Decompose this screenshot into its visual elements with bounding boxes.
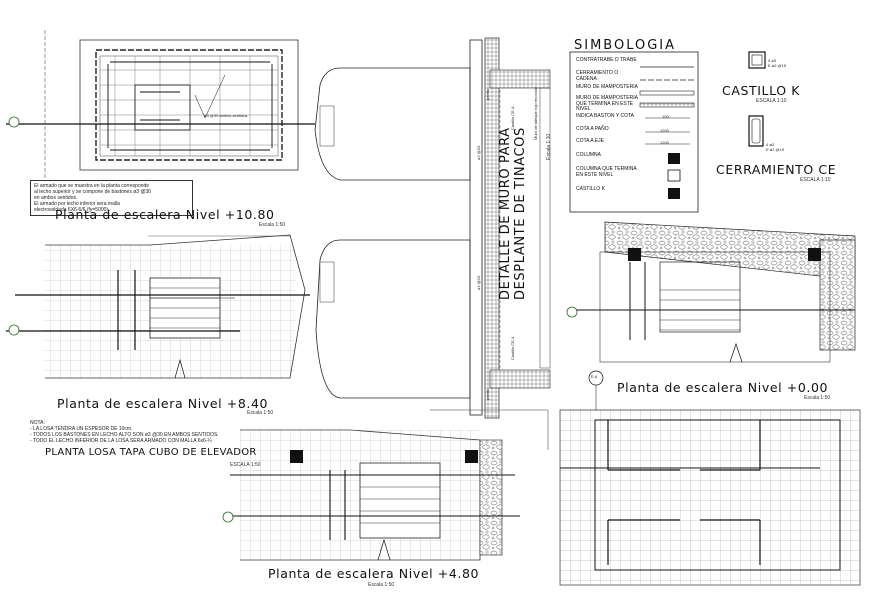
- castillo-k-drawing: [748, 51, 766, 69]
- castillo-spec-line: E ø2 @15: [768, 63, 787, 68]
- armado-note-line: al lecho superior y se compone de baston…: [34, 189, 152, 195]
- muro-label: ø2 @20: [476, 275, 481, 290]
- muro-label: Muro de tabique rojo recocido: [533, 87, 538, 140]
- nota-block: NOTA: - LA LOSA TENDRA UN ESPESOR DE 10c…: [30, 420, 219, 444]
- simbologia-item: COLUMNA: [576, 152, 602, 158]
- scale-losa-tapa: ESCALA 1:50: [230, 462, 261, 468]
- title-plan-840: Planta de escalera Nivel +8.40: [57, 396, 269, 411]
- title-castillo-k: CASTILLO K: [722, 83, 801, 98]
- muro-label: ø2 @20: [476, 145, 481, 160]
- scale-plan-840: Escala 1:50: [247, 410, 274, 416]
- title-losa-tapa: PLANTA LOSA TAPA CUBO DE ELEVADOR: [45, 447, 257, 458]
- simbologia-value: 1200: [660, 128, 669, 133]
- bastones-label: ø3 @30 ambos sentidos: [204, 113, 248, 118]
- simbologia-value: 1200: [660, 140, 669, 145]
- nota-line: - TODOS LOS BASTONES EN LECHO ALTO SON ø…: [30, 432, 219, 438]
- cerramiento-spec-line: E ø2 @15: [766, 147, 785, 152]
- cerramiento-spec: 4 ø3 E ø2 @15: [766, 142, 784, 152]
- scale-plan-480: Escala 1:50: [368, 582, 395, 588]
- nota-label: NOTA:: [30, 420, 45, 426]
- north-marker-icons: [8, 116, 578, 523]
- scale-castillo-k: ESCALA 1:10: [756, 98, 787, 104]
- armado-note-line: electrosoldada 6X6-6/6 (fy=5000).: [34, 207, 110, 213]
- simbologia-item: COTA A PAÑO: [576, 126, 609, 132]
- plan-1080-drawing: [6, 30, 315, 178]
- muro-label: Castillo CE-4: [510, 336, 515, 360]
- castillo-spec-line: 4 ø3: [768, 58, 777, 63]
- cerramiento-ce-drawing: [748, 115, 764, 147]
- armado-note-line: El armado por lecho inferior sera malla: [34, 201, 120, 207]
- plan-losa-drawing: [559, 370, 861, 586]
- simbologia-title: SIMBOLOGIA: [574, 38, 677, 53]
- armado-note: El armado que se muestra en la planta co…: [30, 180, 193, 216]
- tinaco-drawing: [314, 37, 551, 450]
- scale-plan-000: Escala 1:50: [804, 395, 831, 401]
- muro-label: perrito: [485, 88, 490, 100]
- scale-plan-1080: Escala 1:50: [259, 222, 286, 228]
- plan-840-drawing: [6, 234, 310, 379]
- simbologia-list: CONTRATRABE O TRABE CERRAMIENTO O CADENA…: [576, 57, 638, 197]
- plan-000-drawing: [570, 221, 856, 363]
- simbologia-item: CERRAMIENTO O CADENA: [576, 70, 619, 82]
- title-plan-480: Planta de escalera Nivel +4.80: [268, 566, 480, 581]
- nota-line: - LA LOSA TENDRA UN ESPESOR DE 10cm.: [30, 426, 133, 432]
- cerramiento-spec-line: 4 ø3: [766, 142, 775, 147]
- armado-note-line: en ambos sentidos.: [34, 195, 78, 201]
- muro-label: Castillo CE-4: [510, 106, 515, 130]
- muro-title: DETALLE DE MURO PARA DESPLANTE DE TINACO…: [498, 50, 528, 300]
- simbologia-item: COTA A EJE: [576, 138, 604, 144]
- title-plan-000: Planta de escalera Nivel +0.00: [617, 380, 829, 395]
- simbologia-item: INDICA BASTON Y COTA: [576, 113, 634, 119]
- simbologia-item: CONTRATRABE O TRABE: [576, 57, 637, 63]
- muro-title-line1: DETALLE DE MURO PARA: [498, 127, 513, 300]
- castillo-spec: 4 ø3 E ø2 @15: [768, 58, 786, 68]
- eje-marker-label: E-6: [591, 374, 598, 379]
- simbologia-item: MURO DE MAMPOSTERIA QUE TERMINA EN ESTE …: [576, 95, 638, 112]
- simbologia-item: COLUMNA QUE TERMINA EN ESTE NIVEL: [576, 166, 637, 178]
- scale-cerramiento-ce: ESCALA 1:10: [800, 177, 831, 183]
- title-plan-1080: Planta de escalera Nivel +10.80: [55, 207, 275, 222]
- armado-note-line: El armado que se muestra en la planta co…: [34, 183, 150, 189]
- title-cerramiento-ce: CERRAMIENTO CE: [716, 162, 837, 177]
- muro-title-line2: DESPLANTE DE TINACOS: [513, 127, 528, 300]
- nota-line: - TODO EL LECHO INFERIOR DE LA LOSA SERA…: [30, 438, 212, 444]
- simbologia-box-drawing: [569, 51, 699, 213]
- scale-muro: Escala 1:10: [546, 133, 552, 160]
- simbologia-item: CASTILLO K: [576, 186, 605, 192]
- simbologia-item: MURO DE MAMPOSTERIA: [576, 84, 638, 90]
- muro-label: perrito: [485, 388, 490, 400]
- plan-480-drawing: [225, 429, 520, 561]
- simbologia-value: 100: [662, 114, 669, 119]
